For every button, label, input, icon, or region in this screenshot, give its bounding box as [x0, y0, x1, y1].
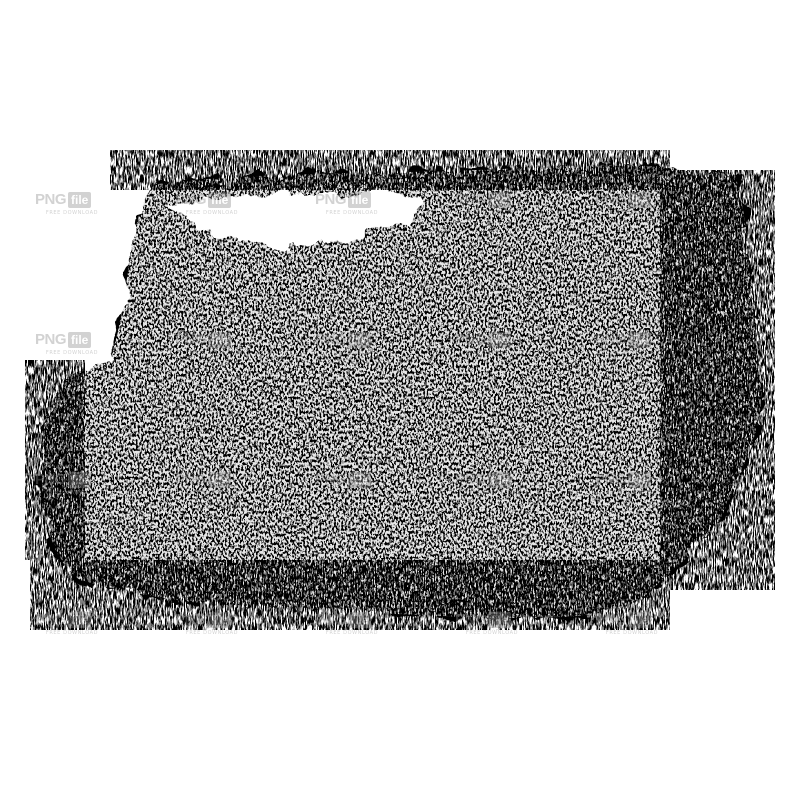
- stroke-dry-fringe: [25, 150, 775, 630]
- stroke-texture: [41, 164, 763, 619]
